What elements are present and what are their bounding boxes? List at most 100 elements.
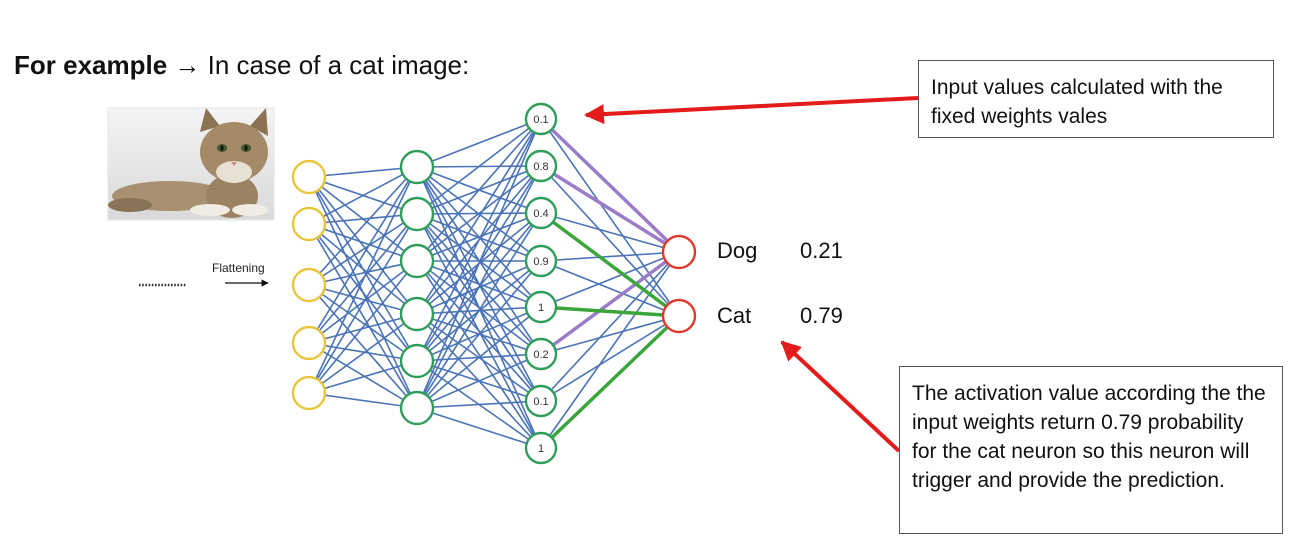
- edge-hidden2-output: [540, 212, 680, 253]
- hidden1-neuron-4: [399, 296, 435, 332]
- network-edges: [308, 117, 681, 450]
- hidden2-neuron-value: 0.8: [533, 161, 548, 173]
- edge-hidden1-hidden2: [416, 260, 542, 449]
- edge-input-hidden1: [308, 223, 418, 409]
- callout-bottom-arrow: [780, 340, 901, 453]
- input-neuron-1: [291, 159, 327, 195]
- edge-input-hidden1: [308, 260, 418, 394]
- hidden2-neuron-7: [524, 384, 558, 418]
- edge-input-hidden1: [308, 342, 418, 362]
- heading: For example → In case of a cat image:: [14, 50, 469, 81]
- output-label-cat: Cat: [717, 303, 751, 328]
- edge-input-hidden1: [308, 260, 418, 286]
- hidden2-neuron-value: 0.1: [533, 114, 548, 126]
- hidden2-neuron-value: 1: [538, 302, 544, 314]
- edge-hidden1-hidden2: [416, 260, 542, 355]
- edge-hidden1-hidden2: [416, 306, 542, 409]
- edge-input-hidden1: [308, 284, 418, 362]
- input-neuron-4: [291, 325, 327, 361]
- edge-highlight: [539, 117, 681, 254]
- edge-input-hidden1: [308, 313, 418, 394]
- hidden2-neuron-value: 0.2: [533, 349, 548, 361]
- edge-highlight: [539, 211, 681, 318]
- flattening-label: Flattening: [212, 261, 265, 275]
- edge-hidden2-output: [540, 251, 680, 308]
- hidden1-neuron-6: [399, 390, 435, 426]
- network-nodes: 0.1 0.8 0.4 0.9 1 0.2 0.1 1: [291, 102, 697, 465]
- edge-hidden1-hidden2: [416, 353, 542, 409]
- edge-highlight: [540, 305, 680, 318]
- edge-input-hidden1: [308, 313, 418, 344]
- hidden1-neuron-5: [399, 343, 435, 379]
- cat-photo-icon: [107, 107, 275, 221]
- edge-hidden1-hidden2: [416, 165, 542, 409]
- edge-input-hidden1: [308, 223, 418, 262]
- edge-hidden1-hidden2: [416, 400, 542, 409]
- edge-input-hidden1: [308, 223, 418, 315]
- hidden2-neuron-value: 0.9: [533, 256, 548, 268]
- edge-hidden1-hidden2: [416, 118, 542, 168]
- callout-top: Input values calculated with the fixed w…: [918, 60, 1274, 138]
- hidden2-neuron-8: [524, 431, 558, 465]
- hidden2-neuron-3: [524, 196, 558, 230]
- output-value-dog: 0.21: [800, 238, 843, 263]
- edge-hidden1-hidden2: [416, 260, 542, 308]
- edge-input-hidden1: [308, 360, 418, 394]
- edge-input-hidden1: [308, 166, 418, 225]
- output-value-cat: 0.79: [800, 303, 843, 328]
- edge-input-hidden1: [308, 166, 418, 394]
- edge-hidden1-hidden2: [416, 118, 542, 362]
- output-label-dog: Dog: [717, 238, 757, 263]
- edge-input-hidden1: [308, 166, 418, 286]
- edge-input-hidden1: [308, 213, 418, 225]
- edge-hidden2-output: [540, 251, 680, 449]
- edge-hidden2-output: [540, 251, 680, 262]
- input-neuron-2: [291, 206, 327, 242]
- hidden2-neuron-value: 0.4: [533, 208, 548, 220]
- edge-hidden1-hidden2: [416, 212, 542, 409]
- edge-input-hidden1: [308, 176, 418, 315]
- edge-hidden2-output: [540, 260, 680, 317]
- edge-hidden1-hidden2: [416, 118, 542, 409]
- hidden2-neuron-value: 0.1: [533, 396, 548, 408]
- edge-hidden2-output: [540, 165, 680, 317]
- callout-bottom: The activation value according the the i…: [899, 366, 1283, 534]
- output-neuron-dog: [661, 234, 697, 270]
- edge-input-hidden1: [308, 213, 418, 286]
- edge-hidden2-output: [540, 315, 680, 402]
- hidden1-neuron-3: [399, 243, 435, 279]
- hidden1-neuron-2: [399, 196, 435, 232]
- hidden2-neuron-4: [524, 244, 558, 278]
- edge-input-hidden1: [308, 223, 418, 362]
- input-neuron-5: [291, 375, 327, 411]
- output-neuron-cat: [661, 298, 697, 334]
- callout-top-arrow: [584, 96, 919, 125]
- heading-rest: In case of a cat image:: [207, 50, 470, 80]
- edge-input-hidden1: [308, 166, 418, 178]
- edge-hidden1-hidden2: [416, 212, 542, 262]
- edge-hidden2-output: [540, 315, 680, 355]
- edge-input-hidden1: [308, 392, 418, 409]
- edge-hidden1-hidden2: [416, 260, 542, 409]
- hidden2-neuron-1: [524, 102, 558, 136]
- edge-highlight: [539, 250, 681, 356]
- heading-arrow: →: [174, 50, 201, 80]
- heading-bold: For example: [14, 50, 168, 80]
- edge-hidden1-hidden2: [416, 260, 542, 402]
- edge-hidden1-hidden2: [416, 407, 542, 449]
- edge-hidden2-output: [540, 251, 680, 402]
- edge-hidden1-hidden2: [416, 118, 542, 262]
- hidden2-neuron-value: 1: [538, 443, 544, 455]
- edge-hidden2-output: [540, 118, 680, 317]
- hidden1-neuron-1: [399, 149, 435, 185]
- edge-hidden1-hidden2: [416, 165, 542, 262]
- edge-hidden1-hidden2: [416, 118, 542, 215]
- hidden2-neuron-5: [524, 290, 558, 324]
- edge-input-hidden1: [308, 166, 418, 344]
- edge-highlight: [540, 164, 680, 254]
- edge-input-hidden1: [308, 284, 418, 409]
- edge-hidden1-hidden2: [416, 118, 542, 315]
- edge-input-hidden1: [308, 284, 418, 315]
- edge-highlight: [539, 314, 681, 450]
